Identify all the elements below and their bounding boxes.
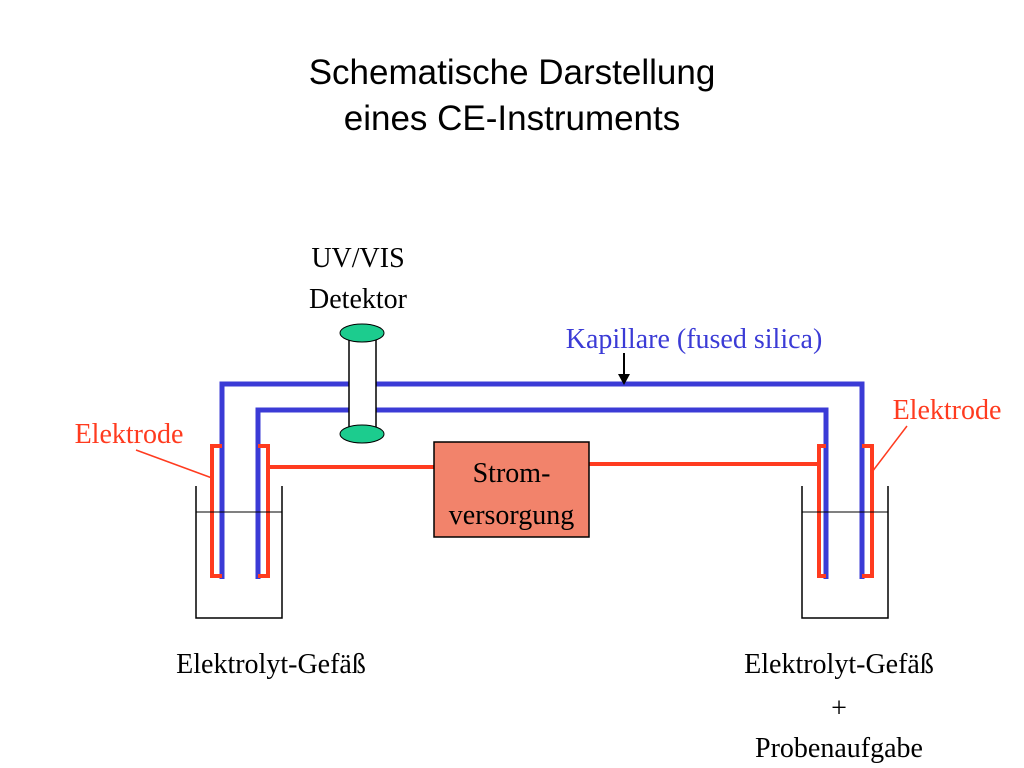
title-line-2: eines CE-Instruments: [343, 99, 681, 138]
power-supply-box: [433, 441, 590, 538]
detector-bottom-cap: [339, 424, 385, 444]
capillary-pointer-arrowhead: [618, 374, 630, 385]
capillary-outer: [219, 381, 865, 579]
detector-top-cap: [339, 323, 385, 343]
electrode-left-inner: [258, 444, 270, 578]
power-supply-label-line-1: Strom-: [472, 458, 551, 489]
vessel-label-right-line-2: +: [831, 693, 847, 724]
vessel-label-left: Elektrolyt-Gefäß: [176, 649, 366, 680]
vessel-label-right-line-1: Elektrolyt-Gefäß: [744, 649, 934, 680]
electrode-right-outer: [862, 444, 874, 578]
vessel-label-right-line-3: Probenaufgabe: [755, 733, 923, 764]
vessel-left: [195, 486, 283, 619]
power-supply-label-line-2: versorgung: [448, 500, 575, 531]
detector-label-line-1: UV/VIS: [311, 243, 405, 274]
vessel-right: [801, 486, 889, 619]
electrode-left-outer: [210, 444, 222, 578]
capillary-inner: [255, 407, 829, 579]
title-line-1: Schematische Darstellung: [308, 53, 716, 92]
electrode-label-right: Elektrode: [892, 395, 1002, 426]
electrode-label-left: Elektrode: [74, 419, 184, 450]
detector-label-line-2: Detektor: [309, 284, 407, 315]
detector-body: [348, 333, 377, 434]
electrode-left-leader: [135, 449, 213, 479]
capillary-label: Kapillare (fused silica): [565, 324, 823, 355]
electrode-right-leader: [871, 425, 908, 473]
electrode-right-inner: [817, 444, 826, 578]
